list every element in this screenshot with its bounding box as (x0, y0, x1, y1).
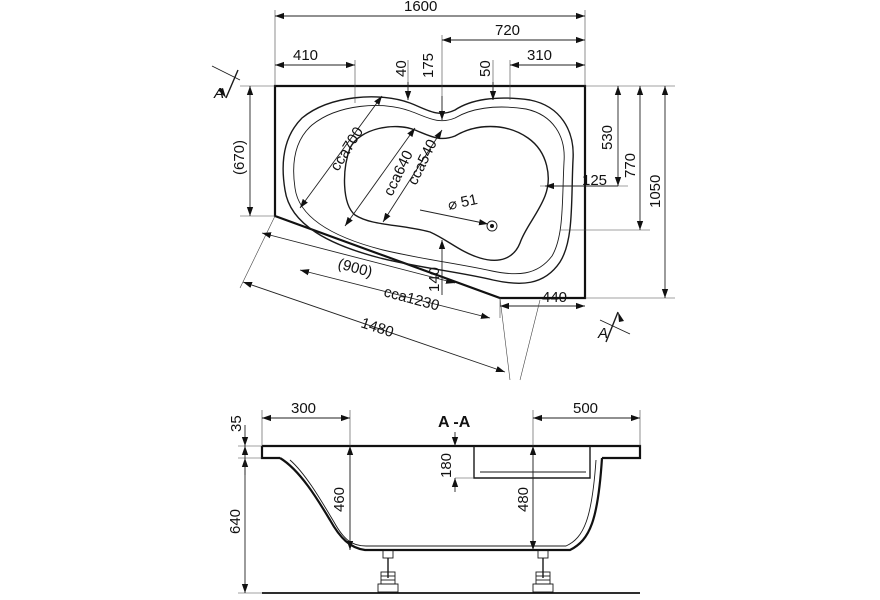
dim-side-125: 125 (582, 172, 607, 189)
tub-outer-rim (273, 84, 587, 300)
dim-left-height: (670) (231, 140, 248, 175)
drain-icon (486, 220, 498, 232)
tub-basin-contour (343, 125, 549, 261)
dim-drain: ⌀ 51 (446, 191, 479, 214)
dim-right-inset: 310 (527, 47, 552, 64)
svg-text:A: A (213, 85, 224, 102)
dim-rim-40: 40 (393, 60, 410, 77)
section-title: A -A (438, 414, 471, 431)
dim-rim-50: 50 (477, 60, 494, 77)
dim-total-width: 1050 (647, 175, 664, 208)
dim-left-300: 300 (291, 400, 316, 417)
svg-text:A: A (597, 325, 608, 342)
top-view: 1600 720 410 310 40 175 50 (670) 530 770… (211, 0, 675, 381)
section-rim (262, 444, 642, 460)
tub-rim-contour (282, 96, 574, 285)
dim-depth-480: 480 (515, 487, 532, 512)
dim-cca700: cca700 (327, 124, 367, 174)
section-marker-top: A (211, 65, 241, 102)
leg-right (532, 549, 554, 593)
dim-1480: 1480 (359, 315, 396, 341)
dim-900: (900) (336, 255, 374, 280)
section-step (473, 446, 591, 479)
dim-left-inset: 410 (293, 47, 318, 64)
dim-right-500: 500 (573, 400, 598, 417)
dim-center-175: 175 (420, 53, 437, 78)
section-view: A -A (227, 400, 642, 594)
dim-depth-460: 460 (331, 487, 348, 512)
dim-total-640: 640 (227, 509, 244, 534)
dim-rim-35: 35 (228, 415, 245, 432)
dim-step-180: 180 (438, 453, 455, 478)
section-marker-bottom: A (597, 311, 631, 343)
dim-total-length: 1600 (404, 0, 437, 15)
tub-rim-inner-contour (293, 105, 565, 275)
dim-bottom-440: 440 (542, 289, 567, 306)
leg-left (377, 549, 399, 593)
dim-right-770: 770 (622, 153, 639, 178)
dim-right-530: 530 (599, 125, 616, 150)
dim-right-part: 720 (495, 22, 520, 39)
